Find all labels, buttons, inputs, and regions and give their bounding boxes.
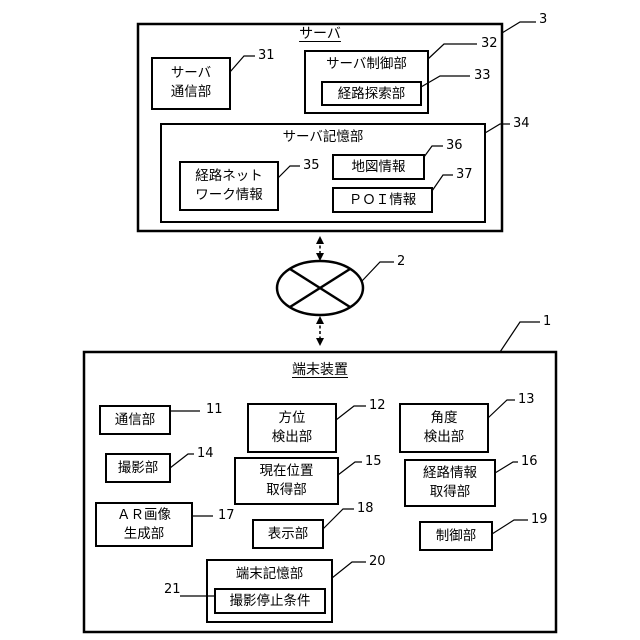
- terminal-ref: 1: [543, 315, 551, 329]
- map-info-label: 地図情報: [333, 157, 424, 177]
- angle-leader: [488, 400, 515, 418]
- server-storage-ref: 34: [513, 117, 530, 131]
- server-comm-leader: [230, 56, 255, 72]
- position-label: 現在位置 取得部: [235, 462, 338, 500]
- route-network-label-line1: 経路ネット: [180, 167, 278, 186]
- route-info-label: 経路情報 取得部: [405, 464, 495, 502]
- direction-leader: [336, 406, 366, 420]
- capture-label: 撮影部: [106, 458, 170, 478]
- server-storage-leader: [485, 124, 510, 133]
- capture-leader: [170, 454, 194, 468]
- display-label: 表示部: [253, 524, 323, 544]
- control-ref: 19: [531, 513, 548, 527]
- route-network-label: 経路ネット ワーク情報: [180, 167, 278, 205]
- terminal-storage-ref: 20: [369, 555, 386, 569]
- server-comm-label-line1: サーバ: [152, 64, 230, 83]
- position-ref: 15: [365, 455, 382, 469]
- control-label: 制御部: [420, 526, 492, 546]
- server-comm-label-line2: 通信部: [152, 83, 230, 102]
- route-network-label-line2: ワーク情報: [180, 186, 278, 205]
- route-search-label: 経路探索部: [322, 84, 421, 104]
- poi-info-label: ＰＯＩ情報: [333, 190, 432, 210]
- direction-label: 方位 検出部: [248, 409, 336, 447]
- server-comm-label: サーバ 通信部: [152, 64, 230, 102]
- server-control-label: サーバ制御部: [305, 54, 428, 74]
- ar-image-ref: 17: [218, 509, 235, 523]
- server-ref: 3: [539, 13, 547, 27]
- route-network-leader: [278, 166, 300, 178]
- ar-image-label-line2: 生成部: [96, 525, 192, 544]
- terminal-leader: [500, 322, 540, 352]
- map-info-ref: 36: [446, 139, 463, 153]
- network-leader: [362, 262, 394, 281]
- direction-label-line2: 検出部: [248, 428, 336, 447]
- server-comm-ref: 31: [258, 49, 275, 63]
- stop-condition-label: 撮影停止条件: [215, 591, 325, 611]
- server-title: サーバ: [290, 24, 350, 44]
- angle-ref: 13: [518, 393, 535, 407]
- angle-label: 角度 検出部: [400, 409, 488, 447]
- ar-image-label-line1: ＡＲ画像: [96, 506, 192, 525]
- position-leader: [338, 462, 362, 475]
- route-info-label-line1: 経路情報: [405, 464, 495, 483]
- poi-info-ref: 37: [456, 168, 473, 182]
- route-network-ref: 35: [303, 159, 320, 173]
- poi-info-leader: [432, 175, 453, 191]
- terminal-comm-label: 通信部: [100, 410, 170, 430]
- server-control-leader: [428, 44, 477, 59]
- position-label-line2: 取得部: [235, 481, 338, 500]
- display-leader: [323, 509, 354, 529]
- server-storage-label: サーバ記憶部: [261, 127, 385, 147]
- direction-ref: 12: [369, 399, 386, 413]
- route-info-leader: [495, 462, 518, 473]
- route-info-label-line2: 取得部: [405, 483, 495, 502]
- terminal-comm-ref: 11: [206, 403, 223, 417]
- control-leader: [492, 520, 528, 534]
- route-info-ref: 16: [521, 455, 538, 469]
- map-info-leader: [424, 146, 443, 157]
- display-ref: 18: [357, 502, 374, 516]
- terminal-storage-label: 端末記憶部: [207, 564, 332, 584]
- ar-image-label: ＡＲ画像 生成部: [96, 506, 192, 544]
- route-search-ref: 33: [474, 69, 491, 83]
- angle-label-line1: 角度: [400, 409, 488, 428]
- stop-condition-ref: 21: [164, 583, 181, 597]
- server-leader: [502, 22, 536, 33]
- capture-ref: 14: [197, 447, 214, 461]
- terminal-storage-leader: [332, 562, 366, 578]
- position-label-line1: 現在位置: [235, 462, 338, 481]
- network-ref: 2: [397, 255, 405, 269]
- terminal-title: 端末装置: [270, 360, 370, 380]
- server-control-ref: 32: [481, 37, 498, 51]
- direction-label-line1: 方位: [248, 409, 336, 428]
- angle-label-line2: 検出部: [400, 428, 488, 447]
